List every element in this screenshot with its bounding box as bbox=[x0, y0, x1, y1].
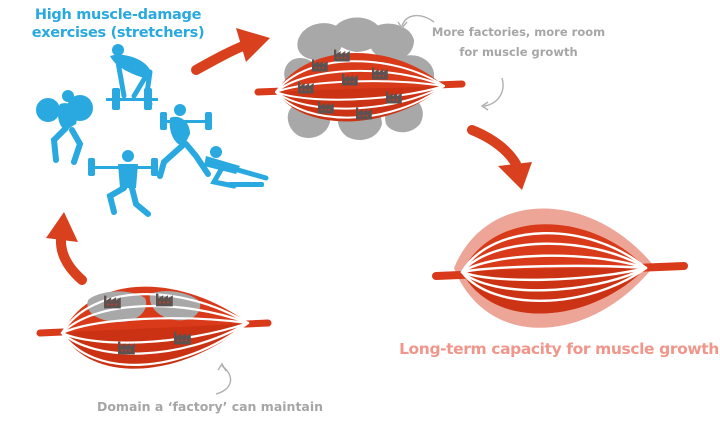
domain-note: Domain a ‘factory’ can maintain bbox=[96, 399, 324, 414]
factories-note: More factories, more room for muscle gro… bbox=[431, 25, 606, 59]
baseline-muscle bbox=[36, 286, 272, 369]
deadlift-figure bbox=[106, 44, 158, 110]
arrow-up bbox=[46, 212, 87, 285]
domain-pointer-arrow bbox=[215, 365, 232, 395]
shoulder-press-figure bbox=[157, 104, 212, 179]
squat-figure bbox=[36, 90, 93, 165]
exercises-label: High muscle-damage exercises (stretchers… bbox=[31, 7, 205, 41]
arrow-down-right bbox=[467, 125, 532, 190]
arrow-right bbox=[191, 28, 270, 75]
muscle-fibers bbox=[460, 232, 648, 302]
muscle-fibers bbox=[275, 60, 445, 119]
exercise-figures bbox=[36, 44, 269, 217]
muscle-with-more-factories bbox=[254, 17, 466, 140]
factories-pointer-arrow-top bbox=[401, 15, 435, 27]
muscle-fibers bbox=[60, 293, 250, 366]
factories-pointer-arrow-bottom bbox=[483, 77, 504, 107]
side-lunge-figure bbox=[204, 146, 269, 189]
lunge-figure bbox=[88, 150, 158, 217]
capacity-note: Long-term capacity for muscle growth bbox=[399, 340, 719, 358]
enlarged-muscle bbox=[432, 208, 688, 328]
